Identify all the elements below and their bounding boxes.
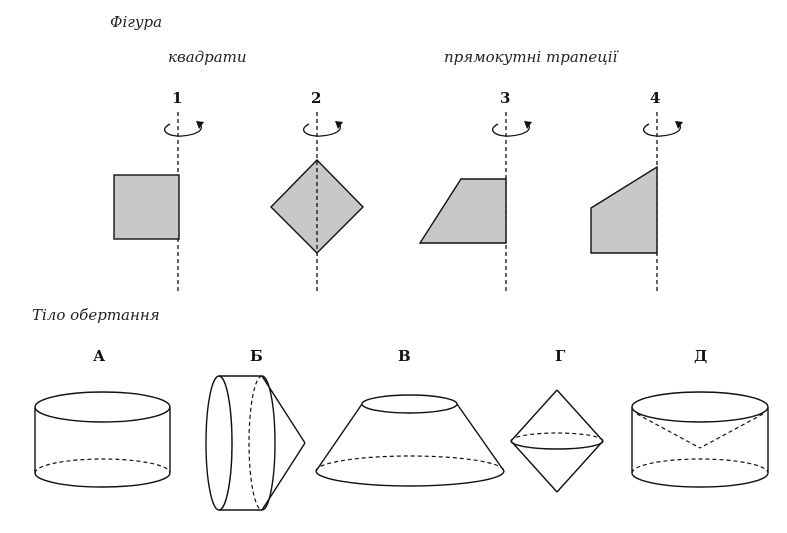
solid-v-truncated-cone <box>315 394 505 487</box>
solid-a-cylinder <box>34 391 171 488</box>
figure-label: Фігура <box>110 13 162 31</box>
solid-letter-a: А <box>93 347 106 365</box>
rotation-arrow-icon <box>643 121 683 137</box>
figure-3 <box>418 112 532 292</box>
square-shape <box>113 174 180 240</box>
trapezoid-shape <box>590 165 658 254</box>
solid-letter-b: Б <box>250 347 263 365</box>
solid-letter-v: В <box>398 347 411 365</box>
rotation-arrow-icon <box>164 121 204 137</box>
figure-2 <box>270 112 364 292</box>
rotation-arrow-icon <box>492 121 532 137</box>
figure-number-3: 3 <box>500 89 510 107</box>
squares-label: квадрати <box>168 48 247 66</box>
rotation-arrow-icon <box>303 121 343 137</box>
figure-number-1: 1 <box>172 89 182 107</box>
solid-of-revolution-label: Тіло обертання <box>32 306 160 324</box>
solid-b-cylinder-cone <box>205 375 306 511</box>
trapezoid-shape <box>418 178 507 244</box>
solid-g-double-cone <box>510 389 604 493</box>
figure-number-4: 4 <box>650 89 660 107</box>
figure-4 <box>590 112 683 292</box>
figure-number-2: 2 <box>311 89 321 107</box>
figure-1 <box>113 112 204 292</box>
solid-d-cylinder-with-cone <box>631 391 769 488</box>
solid-letter-d: Д <box>694 347 707 365</box>
trapezoids-label: прямокутні трапеції <box>444 48 620 66</box>
solid-letter-g: Г <box>555 347 566 365</box>
